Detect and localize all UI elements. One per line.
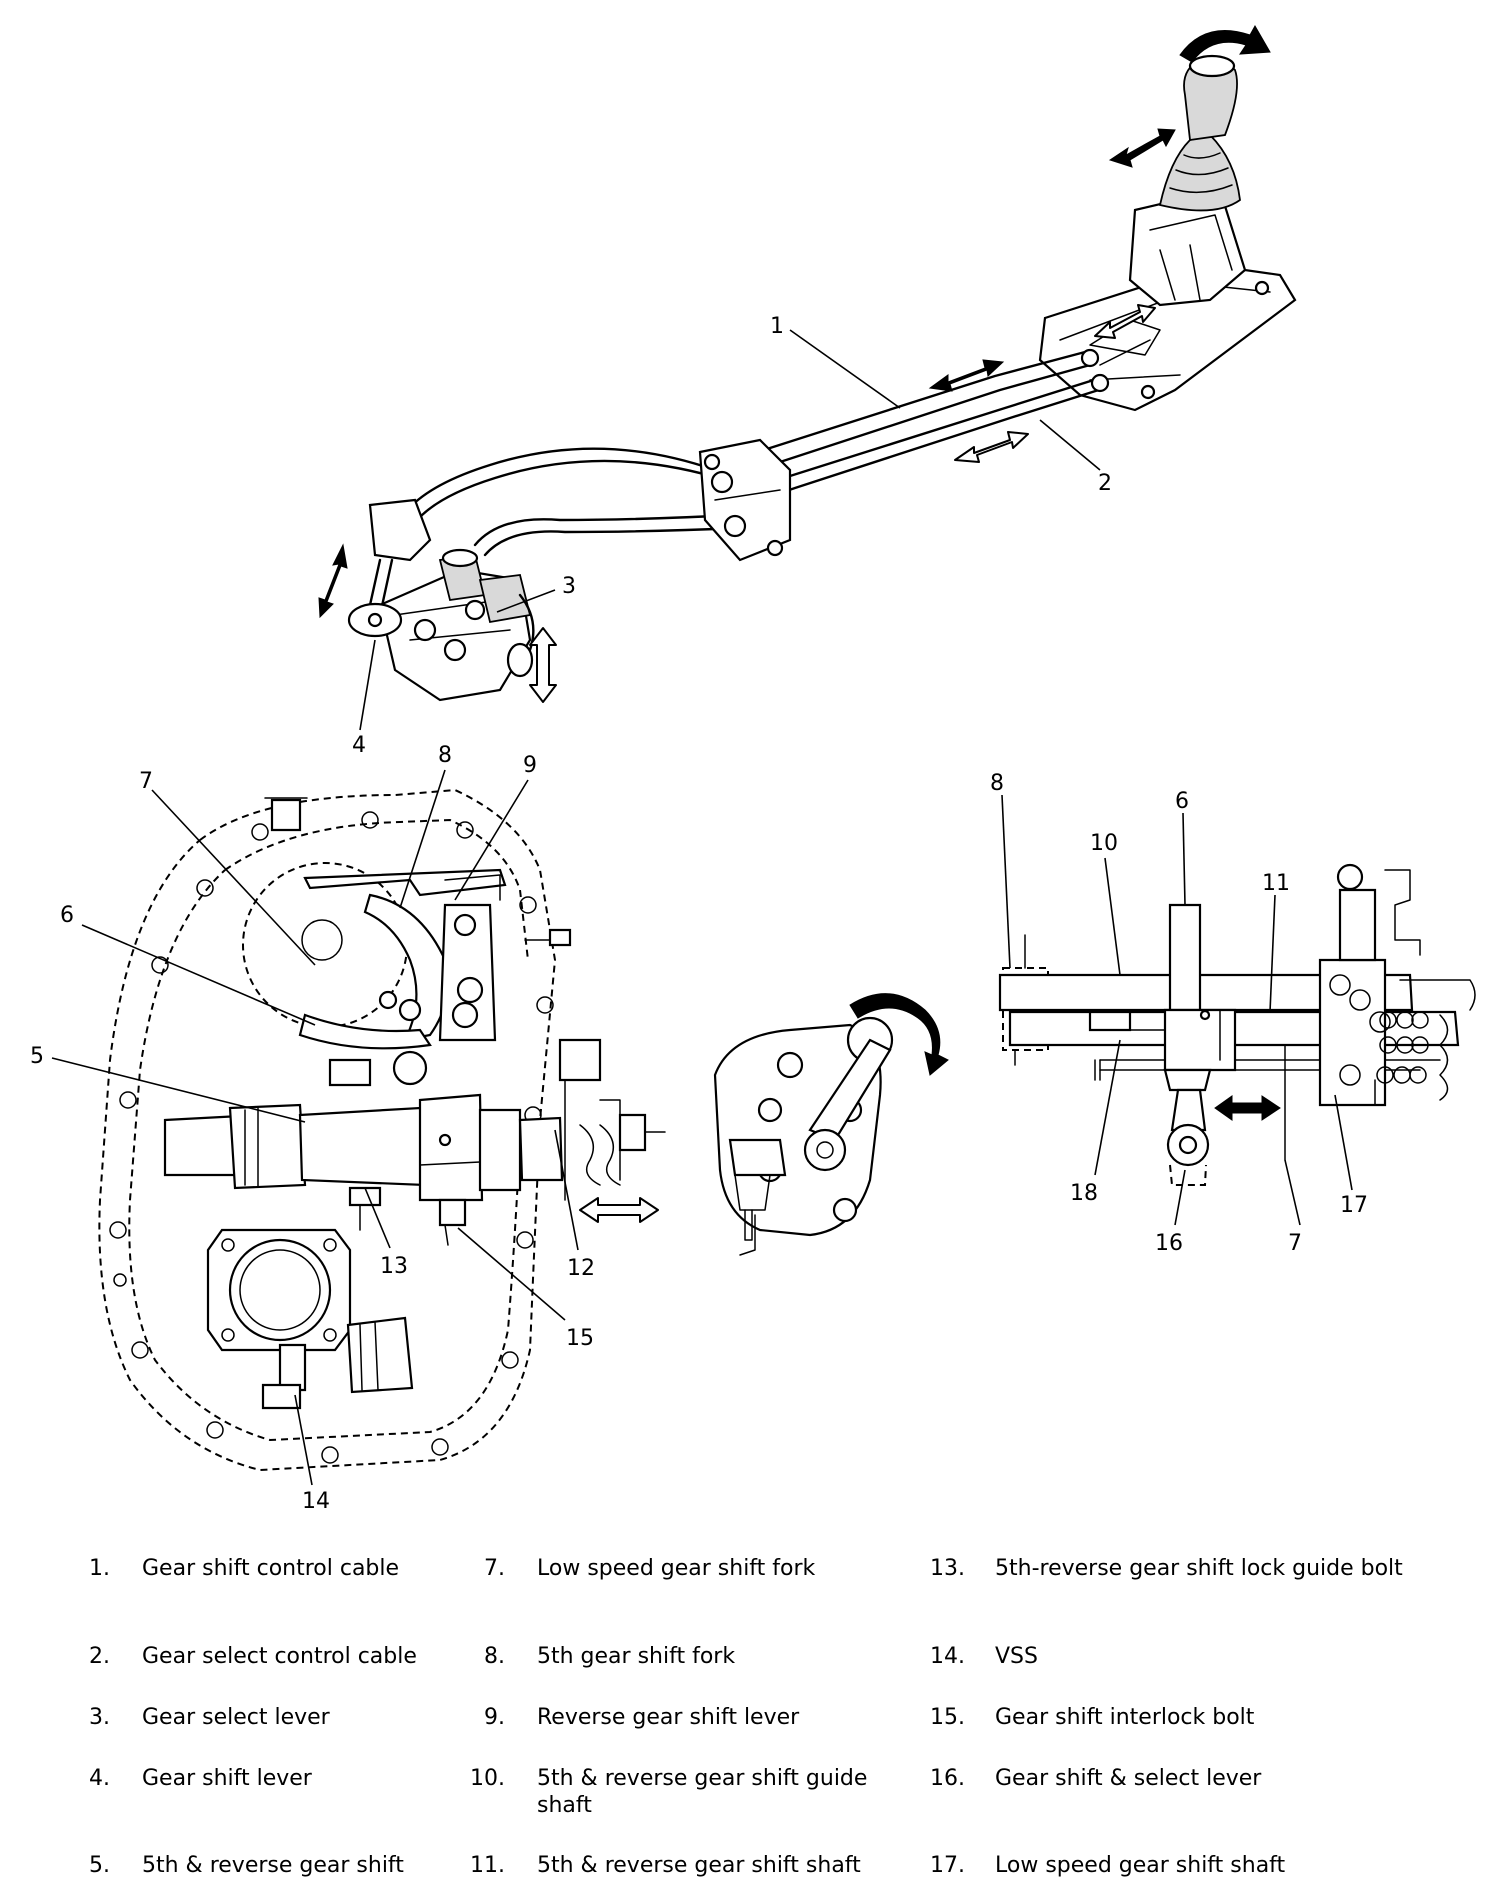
callout-7-right: 7 — [1288, 1231, 1302, 1256]
legend-text: Gear shift & select lever — [995, 1766, 1262, 1791]
legend-number: 7. — [484, 1556, 505, 1581]
legend-text: 5th gear shift fork — [537, 1644, 736, 1669]
callout-15: 15 — [566, 1326, 594, 1351]
legend-number: 2. — [89, 1644, 110, 1669]
legend-item: 16. Gear shift & select lever — [925, 1765, 1445, 1792]
callout-8-right: 8 — [990, 771, 1004, 796]
legend-text: Gear shift lever — [142, 1766, 312, 1791]
legend-item: 2. Gear select control cable — [80, 1643, 440, 1670]
legend-number: 14. — [930, 1644, 965, 1669]
callout-12: 12 — [567, 1256, 595, 1281]
callout-7-left: 7 — [139, 769, 153, 794]
selector-plate-view — [713, 993, 949, 1256]
transmission-case-view — [98, 788, 666, 1472]
legend-number: 8. — [484, 1644, 505, 1669]
legend-number: 9. — [484, 1705, 505, 1730]
legend-text: 5th & reverse gear shift — [142, 1853, 404, 1878]
legend-item: 17. Low speed gear shift shaft — [925, 1852, 1445, 1879]
callout-14: 14 — [302, 1489, 330, 1514]
legend-number: 11. — [470, 1853, 505, 1878]
legend-text: 5th & reverse gear shift shaft — [537, 1853, 861, 1878]
legend-item: 7. Low speed gear shift fork — [465, 1555, 905, 1582]
legend-item: 5. 5th & reverse gear shift — [80, 1852, 440, 1879]
legend-item: 14. VSS — [925, 1643, 1445, 1670]
legend-text: Low speed gear shift shaft — [995, 1853, 1286, 1878]
shift-shafts-view — [998, 863, 1476, 1186]
legend-item: 15. Gear shift interlock bolt — [925, 1704, 1445, 1731]
legend-text: 5th-reverse gear shift lock guide bolt — [995, 1556, 1403, 1581]
callout-9: 9 — [523, 753, 537, 778]
legend-number: 1. — [89, 1556, 110, 1581]
legend-item: 9. Reverse gear shift lever — [465, 1704, 905, 1731]
legend-item: 13. 5th-reverse gear shift lock guide bo… — [925, 1555, 1445, 1582]
callout-10: 10 — [1090, 831, 1118, 856]
callout-6-left: 6 — [60, 903, 74, 928]
legend-number: 3. — [89, 1705, 110, 1730]
callout-8-left: 8 — [438, 743, 452, 768]
shifter-assembly — [1038, 24, 1297, 412]
callout-4: 4 — [352, 733, 366, 758]
callout-3: 3 — [562, 574, 576, 599]
legend-number: 10. — [470, 1766, 505, 1791]
case-bolt-holes — [109, 811, 554, 1464]
legend-text: Gear shift interlock bolt — [995, 1705, 1255, 1730]
legend-number: 5. — [89, 1853, 110, 1878]
callout-1: 1 — [770, 314, 784, 339]
callout-2: 2 — [1098, 471, 1112, 496]
legend-number: 17. — [930, 1853, 965, 1878]
legend-number: 16. — [930, 1766, 965, 1791]
legend-number: 15. — [930, 1705, 965, 1730]
callout-18: 18 — [1070, 1181, 1098, 1206]
legend-item: 3. Gear select lever — [80, 1704, 440, 1731]
legend-text: Gear select lever — [142, 1705, 330, 1730]
legend-text: 5th & reverse gear shift guide shaft — [537, 1766, 868, 1818]
shift-mechanism-diagram: 1 2 3 4 — [30, 24, 1476, 1514]
control-cables — [393, 348, 1110, 557]
legend-text: Low speed gear shift fork — [537, 1556, 816, 1581]
callout-6-right: 6 — [1175, 789, 1189, 814]
legend-item: 1. Gear shift control cable — [80, 1555, 440, 1582]
legend-text: Gear select control cable — [142, 1644, 417, 1669]
legend-number: 4. — [89, 1766, 110, 1791]
transmission-levers — [318, 498, 557, 703]
callout-11: 11 — [1262, 871, 1290, 896]
legend-item: 8. 5th gear shift fork — [465, 1643, 905, 1670]
legend-number: 13. — [930, 1556, 965, 1581]
callout-16: 16 — [1155, 1231, 1183, 1256]
legend-text: Gear shift control cable — [142, 1556, 400, 1581]
legend-item: 11. 5th & reverse gear shift shaft — [465, 1852, 905, 1879]
legend-item: 10. 5th & reverse gear shift guide shaft — [465, 1765, 905, 1819]
cable-bracket — [698, 438, 792, 562]
parts-legend: 1. Gear shift control cable 2. Gear sele… — [0, 1530, 1504, 1898]
callout-17: 17 — [1340, 1193, 1368, 1218]
callout-13: 13 — [380, 1254, 408, 1279]
legend-item: 4. Gear shift lever — [80, 1765, 440, 1792]
callout-5: 5 — [30, 1044, 44, 1069]
legend-text: VSS — [995, 1644, 1038, 1669]
legend-text: Reverse gear shift lever — [537, 1705, 800, 1730]
